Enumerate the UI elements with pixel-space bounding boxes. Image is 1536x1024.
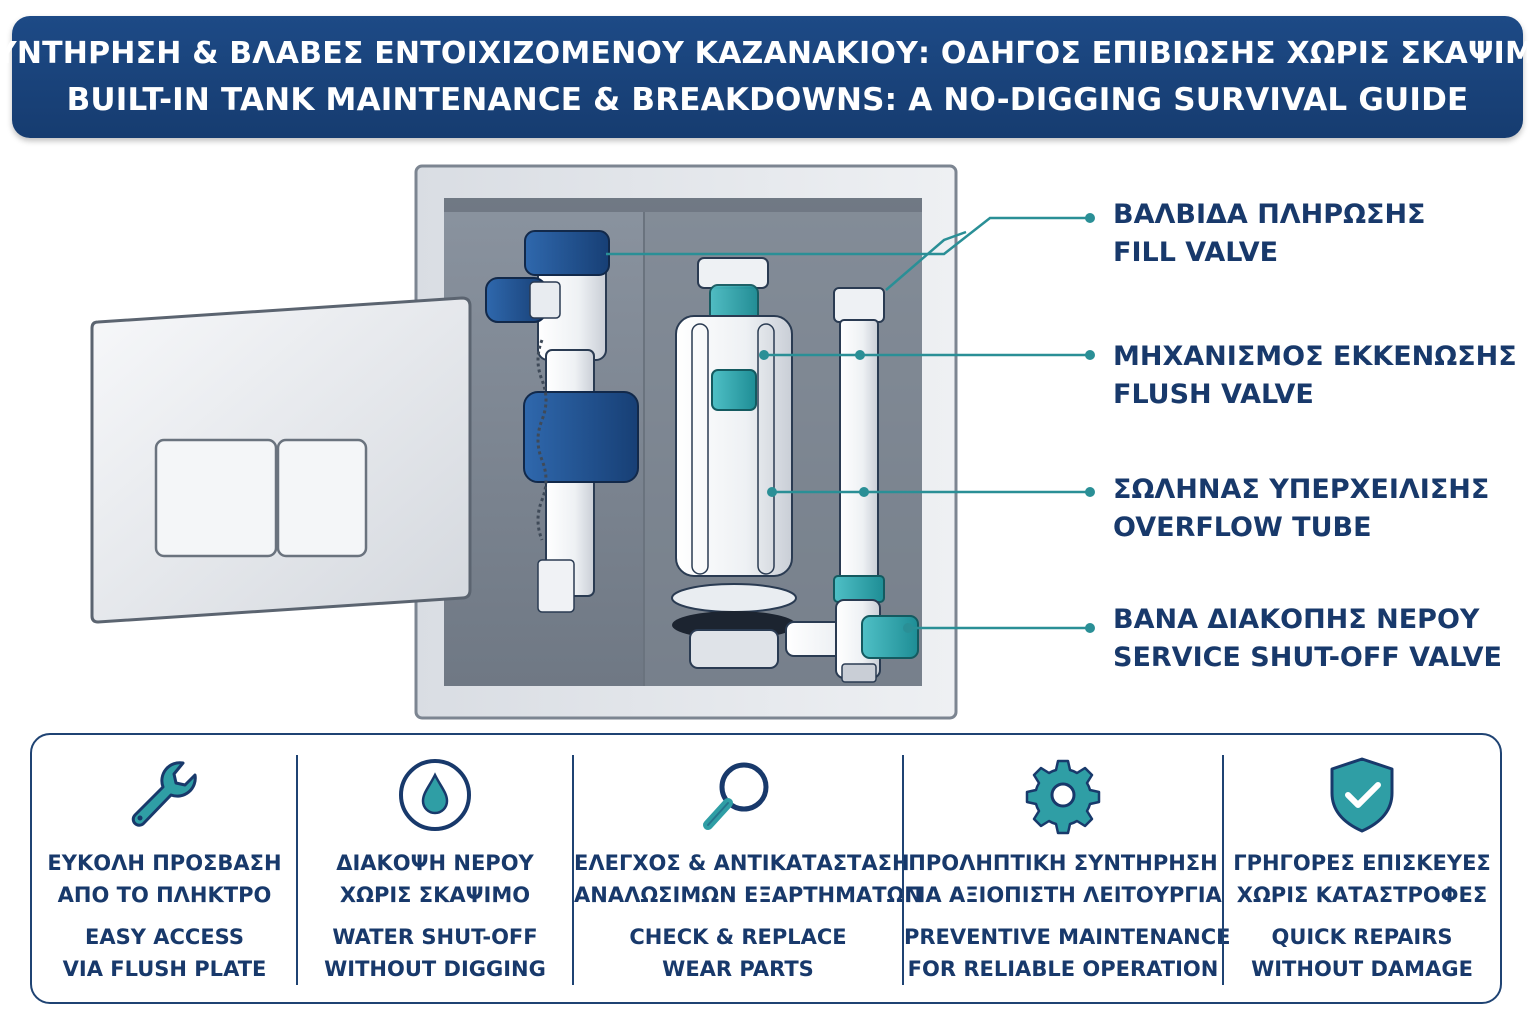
magnifier-icon — [703, 762, 769, 830]
feature-greek-line-1: ΕΛΕΓΧΟΣ & ΑΝΤΙΚΑΤΑΣΤΑΣΗ — [574, 851, 910, 875]
feature-divider — [902, 755, 904, 985]
title-banner: ΣΥΝΤΗΡΗΣΗ & ΒΛΑΒΕΣ ΕΝΤΟΙΧΙΖΟΜΕΝΟΥ ΚΑΖΑΝΑ… — [0, 16, 1536, 138]
callout-greek: ΒΑΛΒΙΔΑ ΠΛΗΡΩΣΗΣ — [1113, 199, 1426, 230]
feature-greek-line-2: ΓΙΑ ΑΞΙΟΠΙΣΤΗ ΛΕΙΤΟΥΡΓΙΑ — [904, 883, 1222, 907]
feature-greek-line-2: ΑΠΟ ΤΟ ΠΛΗΚΤΡΟ — [57, 883, 272, 907]
callout-english: SERVICE SHUT-OFF VALVE — [1113, 642, 1502, 673]
feature-divider — [572, 755, 574, 985]
feature-greek-line-1: ΔΙΑΚΟΨΗ ΝΕΡΟΥ — [336, 851, 534, 875]
feature-english-line-1: QUICK REPAIRS — [1271, 925, 1453, 949]
feature-greek-line-1: ΓΡΗΓΟΡΕΣ ΕΠΙΣΚΕΥΕΣ — [1233, 851, 1491, 875]
fill-valve — [485, 230, 639, 613]
tank-diagram: ΒΑΛΒΙΔΑ ΠΛΗΡΩΣΗΣ FILL VALVE ΜΗΧΑΝΙΣΜΟΣ Ε… — [0, 150, 1536, 730]
callout-english: OVERFLOW TUBE — [1113, 512, 1372, 543]
leader-dots — [759, 213, 1095, 633]
shut-off-valve — [785, 599, 919, 683]
feature-english-line-2: WEAR PARTS — [662, 957, 814, 981]
feature-greek-line-1: ΠΡΟΛΗΠΤΙΚΗ ΣΥΝΤΗΡΗΣΗ — [908, 851, 1218, 875]
feature-greek-line-2: ΧΩΡΙΣ ΣΚΑΨΙΜΟ — [339, 883, 531, 907]
callout-flush-valve: ΜΗΧΑΝΙΣΜΟΣ ΕΚΚΕΝΩΣΗΣ FLUSH VALVE — [1113, 338, 1517, 414]
feature-check-replace: ΕΛΕΓΧΟΣ & ΑΝΤΙΚΑΤΑΣΤΑΣΗ ΑΝΑΛΩΣΙΜΩΝ ΕΞΑΡΤ… — [574, 735, 923, 1006]
water-drop-icon — [399, 759, 471, 831]
feature-preventive-maintenance: ΠΡΟΛΗΠΤΙΚΗ ΣΥΝΤΗΡΗΣΗ ΓΙΑ ΑΞΙΟΠΙΣΤΗ ΛΕΙΤΟ… — [904, 735, 1231, 1006]
feature-easy-access: ΕΥΚΟΛΗ ΠΡΟΣΒΑΣΗ ΑΠΟ ΤΟ ΠΛΗΚΤΡΟ EASY ACCE… — [32, 735, 297, 1006]
wrench-icon — [131, 761, 197, 827]
callout-english: FILL VALVE — [1113, 237, 1279, 268]
callout-greek: ΜΗΧΑΝΙΣΜΟΣ ΕΚΚΕΝΩΣΗΣ — [1113, 341, 1517, 372]
feature-english-line-1: CHECK & REPLACE — [629, 925, 847, 949]
feature-english-line-1: WATER SHUT-OFF — [332, 925, 538, 949]
overflow-tube — [833, 287, 885, 603]
feature-english-line-2: FOR RELIABLE OPERATION — [907, 957, 1219, 981]
feature-english-line-1: PREVENTIVE MAINTENANCE — [904, 925, 1231, 949]
flush-valve — [671, 257, 797, 669]
feature-english-line-1: EASY ACCESS — [85, 925, 244, 949]
feature-water-shut-off: ΔΙΑΚΟΨΗ ΝΕΡΟΥ ΧΩΡΙΣ ΣΚΑΨΙΜΟ WATER SHUT-O… — [298, 735, 572, 1006]
callout-shut-off-valve: ΒΑΝΑ ΔΙΑΚΟΠΗΣ ΝΕΡΟΥ SERVICE SHUT-OFF VAL… — [1113, 601, 1502, 677]
callout-fill-valve: ΒΑΛΒΙΔΑ ΠΛΗΡΩΣΗΣ FILL VALVE — [1113, 196, 1426, 272]
title-english: BUILT-IN TANK MAINTENANCE & BREAKDOWNS: … — [66, 82, 1469, 118]
feature-divider — [296, 755, 298, 985]
flush-plate — [90, 296, 472, 624]
features-panel: ΕΥΚΟΛΗ ΠΡΟΣΒΑΣΗ ΑΠΟ ΤΟ ΠΛΗΚΤΡΟ EASY ACCE… — [30, 733, 1502, 1004]
feature-greek-line-1: ΕΥΚΟΛΗ ΠΡΟΣΒΑΣΗ — [47, 851, 282, 875]
shield-check-icon — [1330, 757, 1394, 833]
leader-lines — [606, 216, 1090, 630]
callout-greek: ΣΩΛΗΝΑΣ ΥΠΕΡΧΕΙΛΙΣΗΣ — [1113, 474, 1490, 505]
callout-overflow-tube: ΣΩΛΗΝΑΣ ΥΠΕΡΧΕΙΛΙΣΗΣ OVERFLOW TUBE — [1113, 471, 1489, 547]
tank-illustration — [90, 164, 1095, 720]
feature-english-line-2: VIA FLUSH PLATE — [62, 957, 267, 981]
feature-quick-repairs: ΓΡΗΓΟΡΕΣ ΕΠΙΣΚΕΥΕΣ ΧΩΡΙΣ ΚΑΤΑΣΤΡΟΦΕΣ QUI… — [1224, 735, 1500, 1006]
feature-english-line-2: WITHOUT DIGGING — [324, 957, 546, 981]
feature-english-line-2: WITHOUT DAMAGE — [1251, 957, 1473, 981]
callout-english: FLUSH VALVE — [1113, 379, 1314, 410]
feature-greek-line-2: ΧΩΡΙΣ ΚΑΤΑΣΤΡΟΦΕΣ — [1236, 883, 1488, 907]
feature-greek-line-2: ΑΝΑΛΩΣΙΜΩΝ ΕΞΑΡΤΗΜΑΤΩΝ — [574, 883, 923, 907]
callout-greek: ΒΑΝΑ ΔΙΑΚΟΠΗΣ ΝΕΡΟΥ — [1113, 604, 1480, 635]
title-greek: ΣΥΝΤΗΡΗΣΗ & ΒΛΑΒΕΣ ΕΝΤΟΙΧΙΖΟΜΕΝΟΥ ΚΑΖΑΝΑ… — [0, 36, 1536, 71]
gear-icon — [1025, 759, 1101, 835]
feature-divider — [1222, 755, 1224, 985]
